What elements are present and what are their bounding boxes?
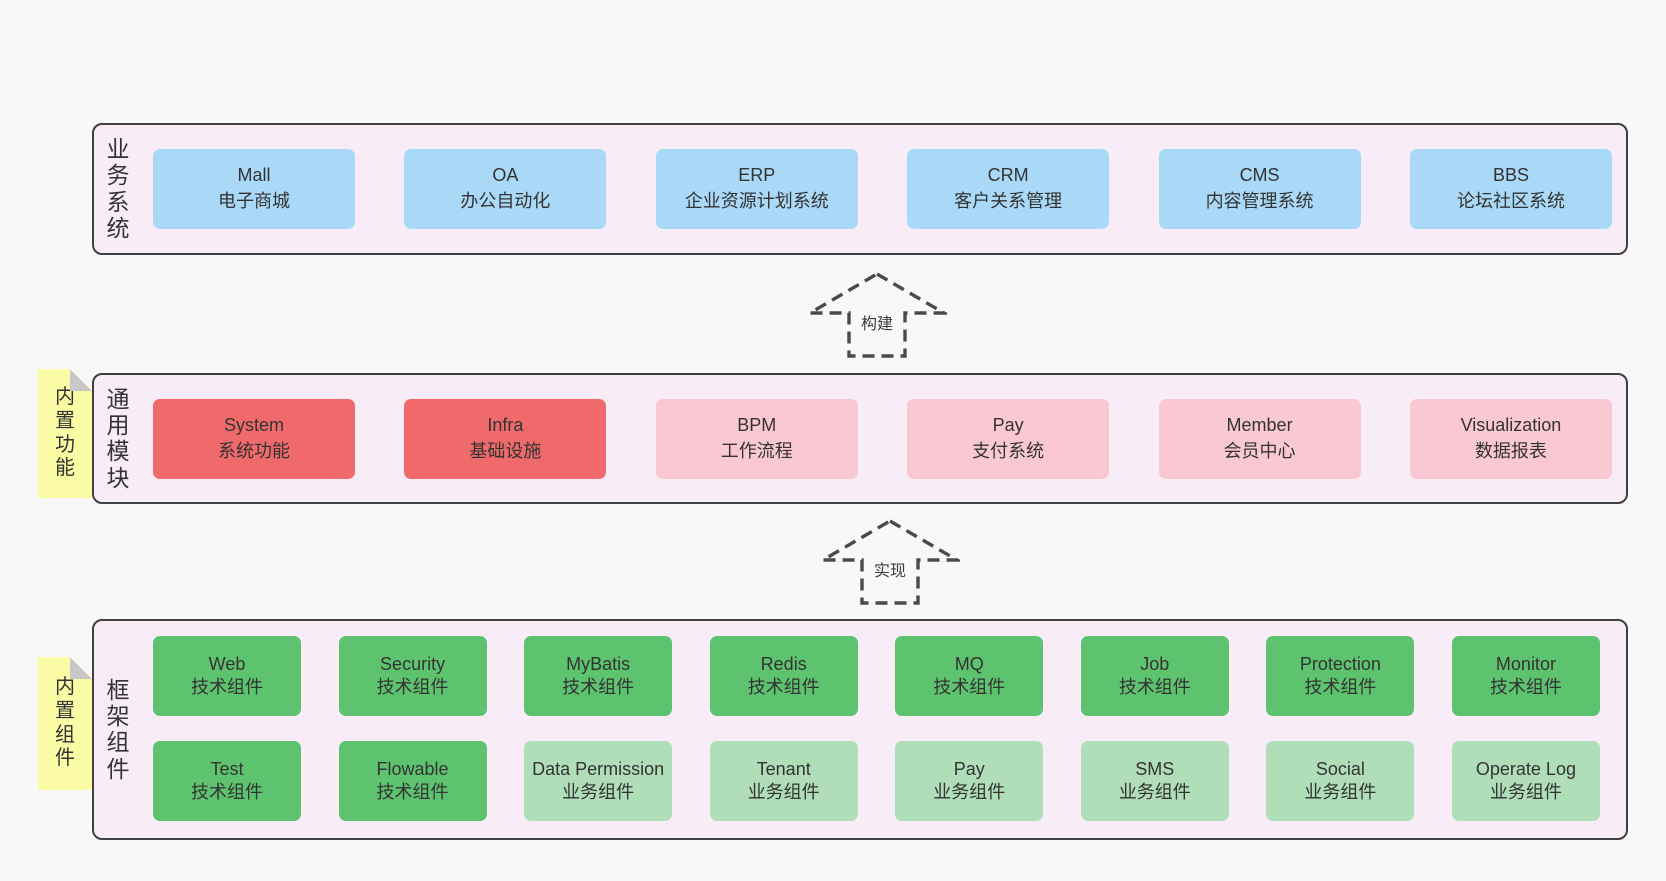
sticky-note-builtin-components: 内 置 组 件 bbox=[38, 657, 92, 790]
panel-common-modules: 通 用 模 块 System 系统功能 Infra 基础设施 BPM 工作流程 … bbox=[92, 373, 1628, 504]
business-systems-row: Mall 电子商城 OA 办公自动化 ERP 企业资源计划系统 CRM 客户关系… bbox=[153, 125, 1612, 253]
box-mybatis: MyBatis 技术组件 bbox=[524, 636, 673, 716]
box-security: Security 技术组件 bbox=[338, 636, 487, 716]
sticky-note-builtin-features-label: 内 置 功 能 bbox=[55, 386, 75, 480]
box-mq: MQ 技术组件 bbox=[895, 636, 1044, 716]
dashed-up-arrow-icon bbox=[807, 272, 947, 358]
box-mall: Mall 电子商城 bbox=[153, 149, 355, 229]
sticky-fold-corner-icon bbox=[70, 657, 92, 679]
box-web: Web 技术组件 bbox=[153, 636, 301, 716]
box-erp: ERP 企业资源计划系统 bbox=[655, 149, 858, 229]
box-redis: Redis 技术组件 bbox=[709, 636, 858, 716]
box-operate-log: Operate Log 业务组件 bbox=[1451, 741, 1600, 821]
box-bbs: BBS 论坛社区系统 bbox=[1409, 149, 1612, 229]
box-crm: CRM 客户关系管理 bbox=[907, 149, 1110, 229]
sticky-note-builtin-features: 内 置 功 能 bbox=[38, 369, 92, 498]
box-tenant: Tenant 业务组件 bbox=[709, 741, 858, 821]
box-pay: Pay 支付系统 bbox=[907, 398, 1110, 479]
sticky-fold-corner-icon bbox=[70, 369, 92, 391]
box-sms: SMS 业务组件 bbox=[1080, 741, 1229, 821]
dashed-up-arrow-icon bbox=[820, 519, 960, 605]
box-bpm: BPM 工作流程 bbox=[655, 398, 858, 479]
box-system: System 系统功能 bbox=[153, 398, 355, 479]
box-pay-business: Pay 业务组件 bbox=[895, 741, 1044, 821]
panel-framework-components: 框 架 组 件 Web 技术组件 Security 技术组件 MyBatis 技… bbox=[92, 619, 1628, 840]
box-protection: Protection 技术组件 bbox=[1266, 636, 1415, 716]
build-arrow: 构建 bbox=[807, 271, 947, 359]
panel-common-modules-label: 通 用 模 块 bbox=[106, 385, 130, 491]
sticky-note-builtin-components-label: 内 置 组 件 bbox=[55, 676, 75, 770]
panel-business-systems-label: 业 务 系 统 bbox=[106, 136, 130, 242]
panel-framework-components-label: 框 架 组 件 bbox=[106, 676, 130, 782]
common-modules-row: System 系统功能 Infra 基础设施 BPM 工作流程 Pay 支付系统… bbox=[153, 375, 1612, 502]
implement-arrow: 实现 bbox=[820, 518, 960, 606]
box-monitor: Monitor 技术组件 bbox=[1451, 636, 1600, 716]
box-flowable: Flowable 技术组件 bbox=[338, 741, 487, 821]
build-arrow-label: 构建 bbox=[857, 309, 897, 335]
box-data-permission: Data Permission 业务组件 bbox=[524, 741, 673, 821]
implement-arrow-label: 实现 bbox=[870, 556, 910, 582]
framework-components-grid: Web 技术组件 Security 技术组件 MyBatis 技术组件 Redi… bbox=[153, 636, 1600, 821]
panel-business-systems: 业 务 系 统 Mall 电子商城 OA 办公自动化 ERP 企业资源计划系统 … bbox=[92, 123, 1628, 255]
box-cms: CMS 内容管理系统 bbox=[1158, 149, 1361, 229]
box-test: Test 技术组件 bbox=[153, 741, 301, 821]
box-oa: OA 办公自动化 bbox=[404, 149, 607, 229]
box-job: Job 技术组件 bbox=[1080, 636, 1229, 716]
box-member: Member 会员中心 bbox=[1158, 398, 1361, 479]
box-social: Social 业务组件 bbox=[1266, 741, 1415, 821]
box-visualization: Visualization 数据报表 bbox=[1409, 398, 1612, 479]
box-infra: Infra 基础设施 bbox=[404, 398, 607, 479]
